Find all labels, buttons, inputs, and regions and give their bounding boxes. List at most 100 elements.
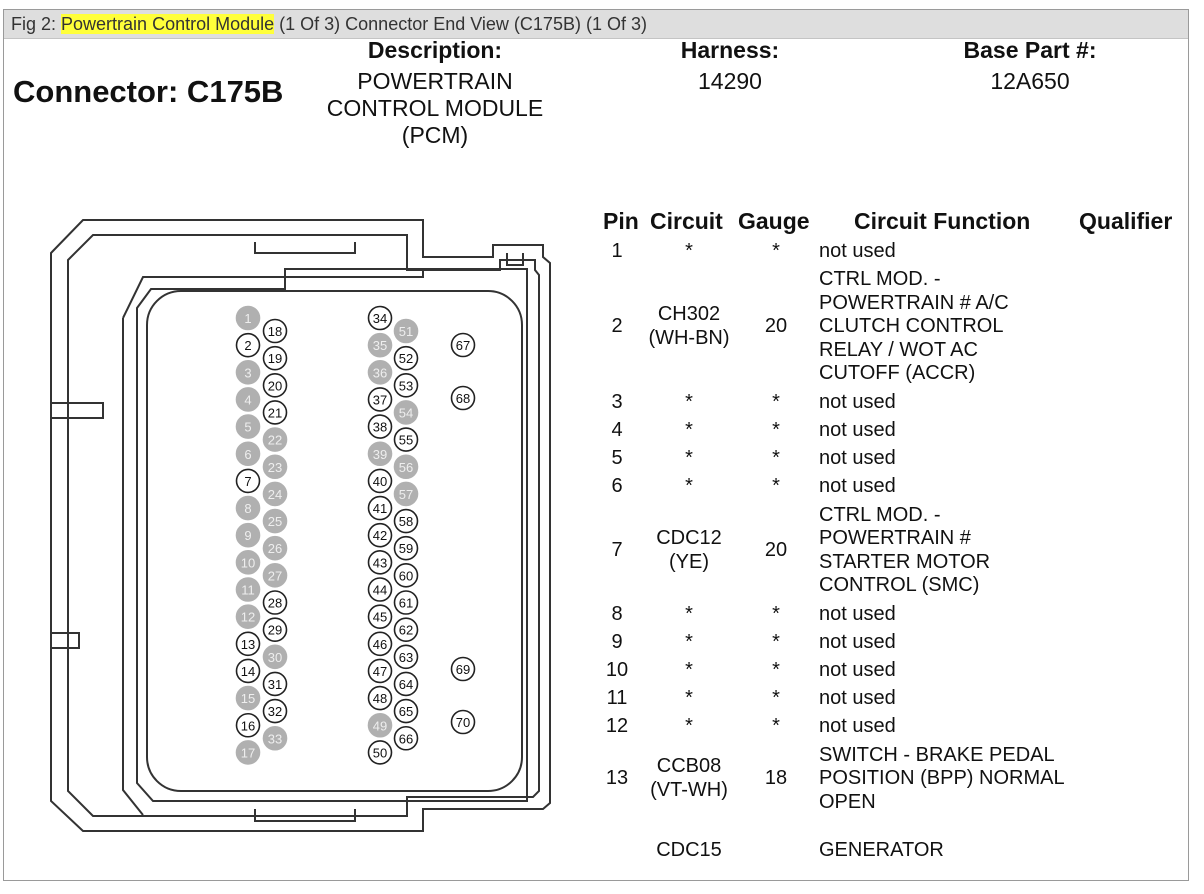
pin-27-label: 27 (268, 568, 282, 583)
pin-57-marker (393, 481, 419, 507)
wire-gauge: * (772, 475, 780, 498)
pin-59-marker (393, 535, 419, 561)
pin-5-marker (235, 414, 261, 439)
pin-34-marker (367, 305, 393, 331)
pin-61-label: 61 (399, 596, 413, 611)
pin-22-marker (262, 427, 288, 452)
pin-58-marker (393, 508, 419, 534)
function-header: Circuit Function (854, 208, 1031, 234)
pin-17-marker (235, 740, 261, 765)
circuit-id: CCB08 (VT-WH) (650, 755, 728, 801)
circuit-id: CH302 (WH-BN) (648, 303, 730, 349)
pin-number: 1 (611, 240, 623, 262)
pin-7-marker (235, 468, 261, 494)
circuit-function: CTRL MOD. - POWERTRAIN # STARTER MOTOR C… (819, 503, 991, 597)
pin-1-marker (235, 305, 261, 331)
pin-12-marker (235, 604, 261, 629)
pin-68-marker (450, 385, 476, 411)
pin-38-marker (367, 414, 393, 439)
pin-27-marker (262, 563, 288, 588)
pin-number: 3 (611, 390, 623, 413)
pin-3-label: 3 (244, 365, 251, 380)
circuit-function: not used (819, 602, 896, 625)
pin-66-marker (393, 725, 419, 751)
pin-1-label: 1 (244, 311, 251, 326)
pin-43-label: 43 (373, 555, 387, 570)
pin-26-marker (262, 535, 288, 561)
pin-44-marker (367, 577, 393, 602)
circuit-id: * (685, 715, 693, 738)
wire-gauge: 20 (764, 538, 788, 561)
pin-48-label: 48 (373, 691, 387, 706)
pin-8-label: 8 (244, 501, 251, 516)
pin-69-marker (450, 656, 476, 682)
pin-17-label: 17 (241, 745, 255, 760)
pin-18-label: 18 (268, 324, 282, 339)
pin-45-label: 45 (373, 610, 387, 625)
pin-56-label: 56 (399, 460, 413, 475)
pin-11-label: 11 (241, 583, 255, 598)
pin-53-label: 53 (399, 378, 413, 393)
pin-55-label: 55 (399, 433, 413, 448)
caption-highlight: Powertrain Control Module (61, 14, 275, 34)
pin-41-marker (367, 495, 393, 521)
circuit-function: not used (819, 447, 896, 470)
circuit-function: not used (819, 715, 896, 738)
pin-41-label: 41 (373, 501, 387, 516)
wire-gauge: * (772, 658, 780, 681)
qualifier-header: Qualifier (1079, 208, 1173, 234)
circuit-id: * (685, 418, 693, 441)
pin-24-marker (262, 481, 288, 507)
pin-51-marker (393, 318, 419, 344)
pin-39-label: 39 (373, 447, 387, 462)
pin-40-label: 40 (373, 474, 387, 489)
caption-suffix: (1 Of 3) Connector End View (C175B) (1 O… (274, 14, 647, 34)
pin-16-label: 16 (241, 718, 255, 733)
pin-2-label: 2 (244, 338, 251, 353)
pin-33-marker (262, 725, 288, 751)
wire-gauge: 20 (764, 315, 788, 338)
pin-67-label: 67 (456, 338, 470, 353)
pin-header: Pin (603, 208, 639, 234)
wire-gauge: * (772, 447, 780, 470)
pin-2-marker (235, 332, 261, 358)
pin-54-marker (393, 400, 419, 425)
pin-12-label: 12 (241, 610, 255, 625)
pin-31-marker (262, 671, 288, 697)
pin-62-marker (393, 617, 419, 642)
circuit-function: not used (819, 390, 896, 413)
pin-65-label: 65 (399, 704, 413, 719)
pin-number: 2 (611, 315, 623, 338)
pin-64-marker (393, 671, 419, 697)
pin-70-label: 70 (456, 715, 470, 730)
pin-48-marker (367, 685, 393, 711)
pin-28-marker (262, 590, 288, 615)
pin-49-label: 49 (373, 718, 387, 733)
pin-number: 6 (611, 475, 623, 498)
pin-37-marker (367, 387, 393, 412)
pin-43-marker (367, 550, 393, 575)
pin-52-label: 52 (399, 351, 413, 366)
pin-6-label: 6 (244, 447, 251, 462)
pin-42-label: 42 (373, 528, 387, 543)
pin-24-label: 24 (268, 487, 282, 502)
pin-10-label: 10 (241, 555, 255, 570)
pin-62-label: 62 (399, 623, 413, 638)
pin-47-marker (367, 658, 393, 684)
circuit-id: * (685, 390, 693, 413)
pin-number: 10 (605, 658, 629, 681)
pin-47-label: 47 (373, 664, 387, 679)
pin-6-marker (235, 441, 261, 467)
wire-gauge: * (772, 630, 780, 653)
pin-34-label: 34 (373, 311, 387, 326)
pin-30-label: 30 (268, 650, 282, 665)
pin-11-marker (235, 577, 261, 602)
pin-32-marker (262, 698, 288, 724)
pin-9-marker (235, 522, 261, 548)
pin-46-label: 46 (373, 637, 387, 652)
description-value: POWERTRAIN CONTROL MODULE (PCM) (326, 68, 544, 148)
pin-40-marker (367, 468, 393, 494)
pin-number: 5 (611, 447, 623, 470)
pin-60-label: 60 (399, 568, 413, 583)
pin-19-label: 19 (268, 351, 282, 366)
